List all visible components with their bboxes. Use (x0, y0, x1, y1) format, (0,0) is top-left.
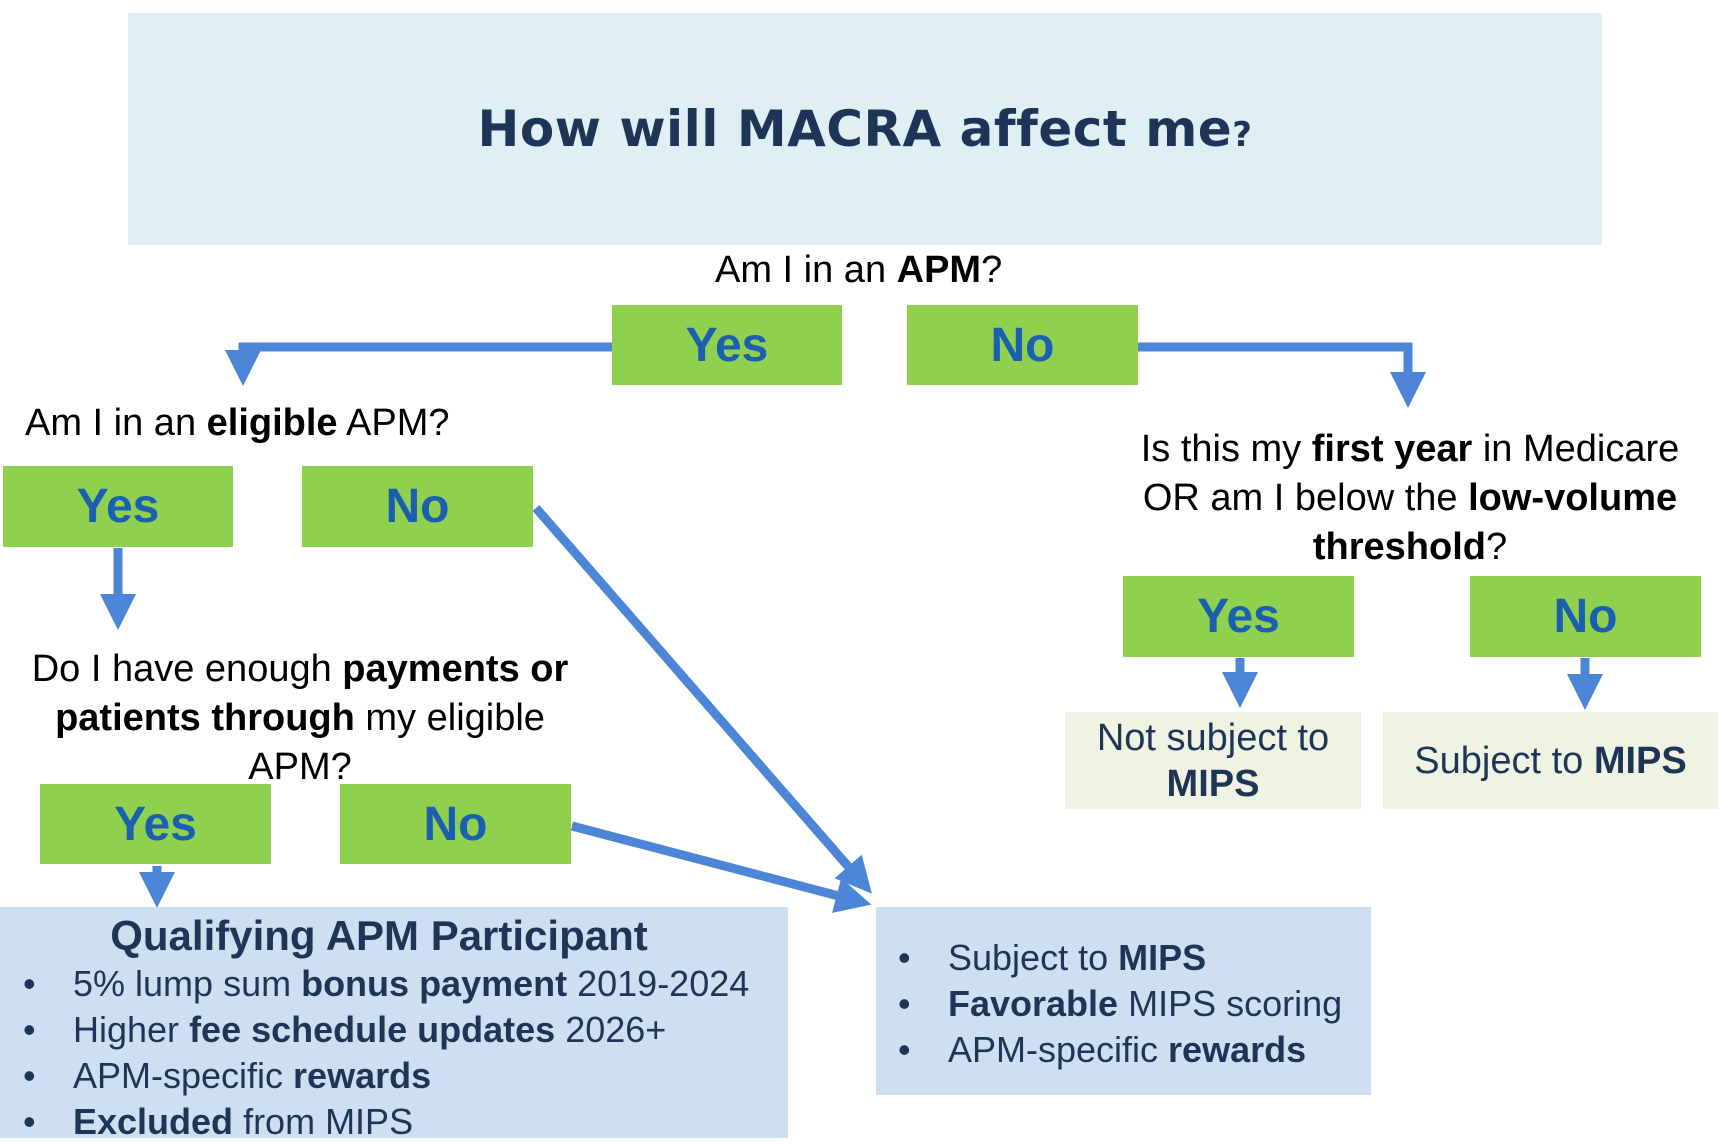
qualifying-item-post: 2026+ (555, 1009, 667, 1050)
bullet: • (23, 1055, 36, 1096)
mips-item-bold: rewards (1168, 1029, 1307, 1070)
mips-item: • Subject to MIPS (898, 935, 1371, 981)
result-not-subject-to-mips: Not subject to MIPS (1065, 712, 1361, 809)
question-first-year: Is this my first year in Medicare OR am … (1100, 425, 1720, 572)
eligible-yes-button[interactable]: Yes (3, 466, 233, 547)
question-first-year-mid1: in Medicare (1472, 428, 1680, 470)
question-payments-bold2: patients through (55, 697, 355, 739)
question-eligible-bold: eligible (206, 402, 338, 444)
qualifying-list: • 5% lump sum bonus payment 2019-2024 • Hi… (23, 961, 788, 1145)
result-not-subject-line1: Not subject to (1096, 716, 1330, 759)
bullet: • (898, 983, 911, 1024)
qualifying-item: • Higher fee schedule updates 2026+ (23, 1007, 788, 1053)
title-text: How will MACRA affect me (477, 100, 1233, 158)
first-year-no-button[interactable]: No (1470, 576, 1701, 657)
question-in-apm-pre: Am I in an (715, 249, 897, 291)
question-eligible-apm: Am I in an eligible APM? (25, 399, 450, 448)
qualifying-item-bold: rewards (293, 1055, 432, 1096)
title-banner: How will MACRA affect me? (128, 13, 1602, 245)
bullet: • (898, 937, 911, 978)
bullet: • (23, 963, 36, 1004)
question-first-year-bold1: first year (1311, 428, 1473, 470)
mips-item: • Favorable MIPS scoring (898, 981, 1371, 1027)
mips-item-bold: MIPS (1118, 937, 1207, 978)
result-subject-to-mips: Subject to MIPS (1383, 712, 1718, 809)
apm-no-button[interactable]: No (907, 305, 1138, 385)
qualifying-item: • APM-specific rewards (23, 1053, 788, 1099)
first-year-yes-button[interactable]: Yes (1123, 576, 1354, 657)
mips-item: • APM-specific rewards (898, 1027, 1371, 1073)
result-subject-bold: MIPS (1593, 739, 1687, 782)
mips-list: • Subject to MIPS • Favorable MIPS scoring… (898, 935, 1371, 1073)
payments-no-button[interactable]: No (340, 784, 571, 864)
question-first-year-bold3: threshold (1312, 526, 1486, 568)
mips-outcome-box: • Subject to MIPS • Favorable MIPS scoring… (876, 907, 1371, 1095)
qualifying-item-pre: APM-specific (73, 1055, 294, 1096)
question-payments-bold1: payments or (342, 648, 569, 690)
question-in-apm-post: ? (981, 249, 1003, 291)
mips-item-pre: APM-specific (948, 1029, 1169, 1070)
question-first-year-post: ? (1485, 526, 1508, 568)
qualifying-item-pre: Higher (73, 1009, 190, 1050)
bullet: • (23, 1101, 36, 1142)
mips-item-pre: Subject to (948, 937, 1119, 978)
bullet: • (898, 1029, 911, 1070)
qualifying-apm-box: Qualifying APM Participant • 5% lump sum … (0, 907, 788, 1142)
bullet: • (23, 1009, 36, 1050)
eligible-no-button[interactable]: No (302, 466, 533, 547)
question-first-year-pre: Is this my (1140, 428, 1312, 470)
qualifying-item-bold: fee schedule updates (189, 1009, 556, 1050)
qualifying-item-post: from MIPS (233, 1101, 414, 1142)
qualifying-item: • Excluded from MIPS (23, 1099, 788, 1145)
question-payments-last: APM? (248, 746, 352, 788)
arrow-payments-no-to-mips-box (570, 821, 872, 913)
page-title: How will MACRA affect me? (478, 100, 1253, 158)
mips-item-bold: Favorable (948, 983, 1119, 1024)
result-not-subject-line2: MIPS (1166, 762, 1260, 805)
title-question-mark: ? (1232, 115, 1253, 155)
arrow-apm-yes-to-eligible (225, 342, 612, 386)
qualifying-item: • 5% lump sum bonus payment 2019-2024 (23, 961, 788, 1007)
question-in-apm-bold: APM (896, 249, 982, 291)
apm-yes-button[interactable]: Yes (612, 305, 842, 385)
qualifying-item-bold: bonus payment (301, 963, 568, 1004)
arrow-eligible-no-to-mips-box (532, 505, 872, 894)
payments-yes-button[interactable]: Yes (40, 784, 271, 864)
result-subject-pre: Subject to (1414, 739, 1594, 782)
qualifying-item-post: 2019-2024 (567, 963, 750, 1004)
mips-item-post: MIPS scoring (1118, 983, 1343, 1024)
question-payments-mid: my eligible (354, 697, 545, 739)
question-eligible-post: APM? (337, 402, 450, 444)
qualifying-item-pre: 5% lump sum (73, 963, 302, 1004)
qualifying-item-bold: Excluded (73, 1101, 234, 1142)
question-payments-patients: Do I have enough payments or patients th… (10, 645, 590, 792)
question-first-year-line2: OR am I below the (1142, 477, 1469, 519)
qualifying-heading: Qualifying APM Participant (110, 912, 648, 959)
question-in-apm: Am I in an APM? (715, 246, 1002, 295)
question-payments-pre: Do I have enough (31, 648, 343, 690)
arrow-apm-no-to-first-year (1138, 342, 1426, 408)
question-eligible-pre: Am I in an (25, 402, 207, 444)
question-first-year-bold2: low-volume (1468, 477, 1678, 519)
